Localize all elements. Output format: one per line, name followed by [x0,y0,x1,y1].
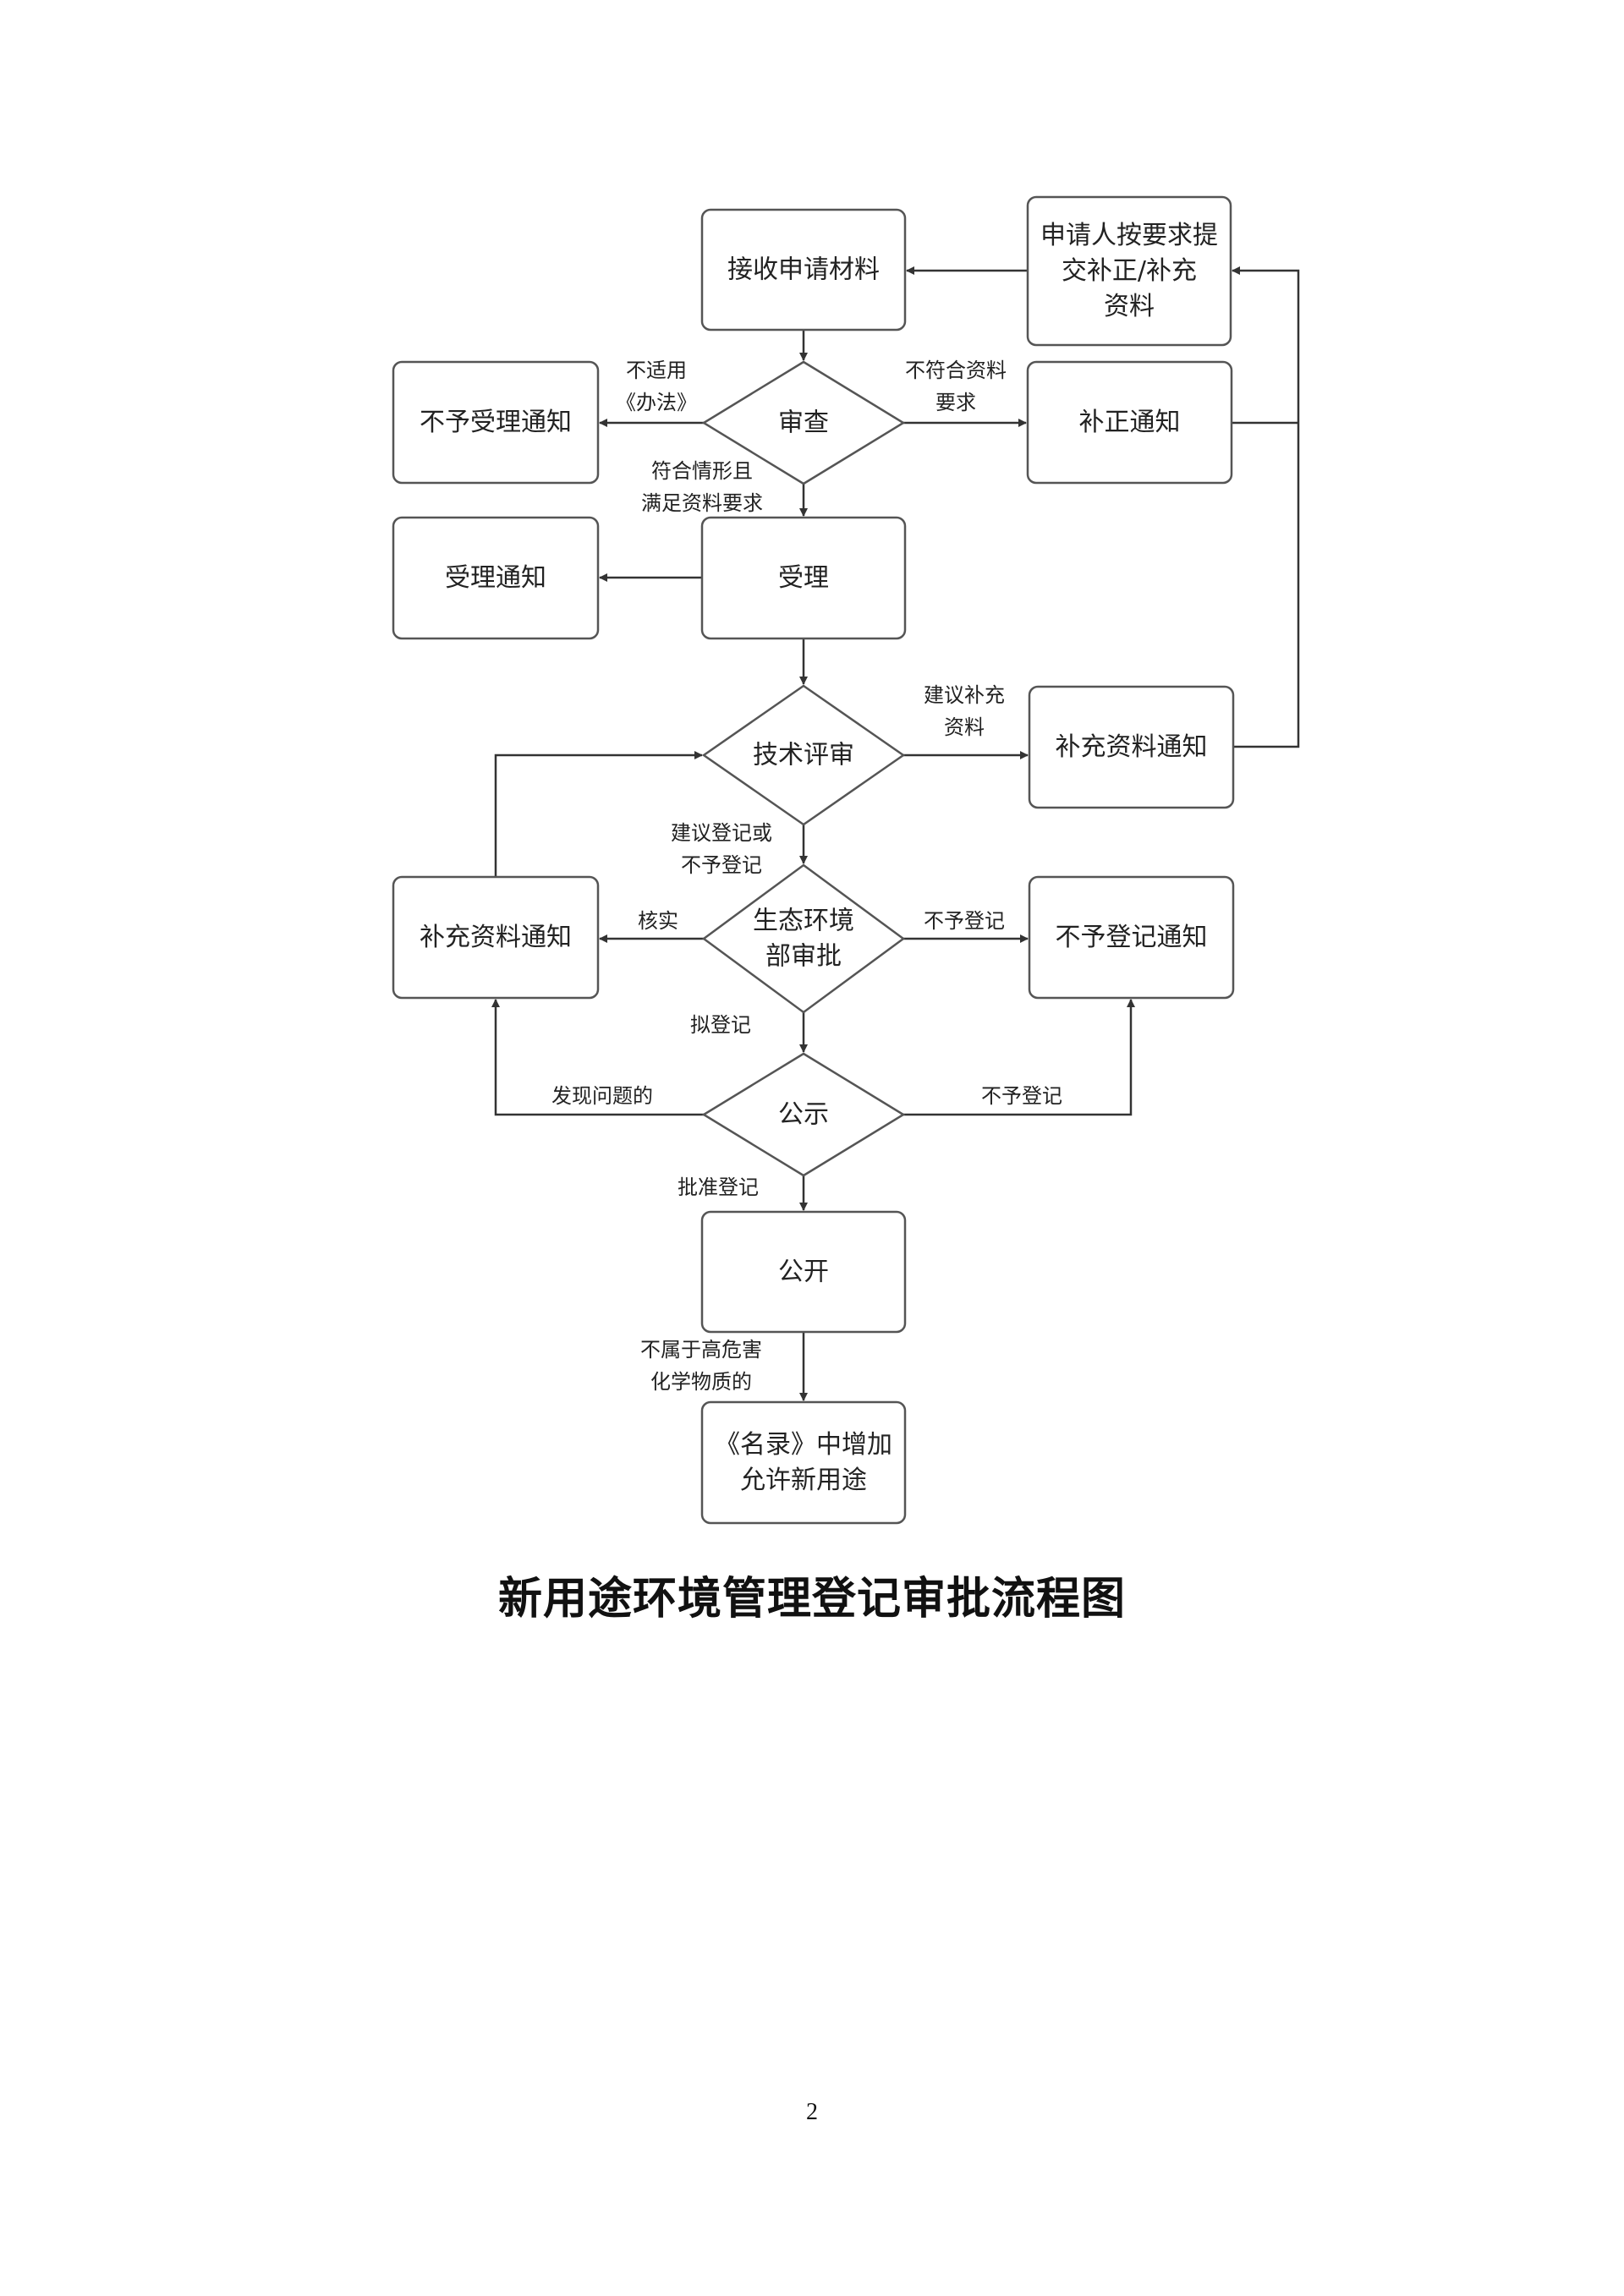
node-box [700,208,907,332]
node-label: 补充资料通知 [420,923,572,952]
decision-diamond [701,684,906,826]
node-label: 生态环境 [753,907,854,936]
node-reject-notice: 不予受理通知 [392,360,600,485]
node-publicity: 公示 [701,1052,906,1177]
page-number: 2 [806,2099,818,2125]
node-box [392,360,600,485]
edge-label-text: 《办法》 [616,391,697,414]
edge-label-text: 不予登记 [681,853,762,877]
node-label: 审查 [778,408,829,438]
edge-label-text: 发现问题的 [551,1084,653,1108]
edge-label-text: 满足资料要求 [641,491,763,515]
edge-publicity-to-no-register [903,999,1135,1116]
node-label: 《名录》中增加 [715,1430,892,1460]
edge-label-text: 不予登记 [924,909,1005,933]
edge-label-text: 不适用 [626,359,687,382]
edge-label-not-register-publicity: 不予登记 [981,1084,1062,1108]
node-label: 不予登记通知 [1056,923,1208,952]
edge-label-issue-found: 发现问题的 [551,1084,653,1108]
node-box [1026,195,1232,347]
node-box [700,516,907,640]
edge-label-text: 批准登记 [678,1175,759,1199]
edge-label-text: 建议登记或 [671,821,772,845]
edge-supplement-left-to-tech-review [494,751,703,877]
node-supplement-notice-right: 补充资料通知 [1028,685,1235,809]
edge-label-text: 要求 [935,391,976,414]
decision-diamond [701,1052,906,1177]
edge-label-text: 拟登记 [690,1013,751,1037]
edge-supplement-right-to-resubmit-loop [1232,266,1300,748]
edge-label-text: 不予登记 [981,1084,1062,1108]
node-label: 申请人按要求提 [1040,221,1218,250]
node-supplement-notice-left: 补充资料通知 [392,875,600,1000]
decision-diamond [701,863,906,1014]
edge-label-text: 核实 [638,909,678,933]
connector-line [903,999,1135,1116]
node-no-register-notice: 不予登记通知 [1028,875,1235,1000]
node-publish: 公开 [700,1210,907,1334]
connector-line [494,751,703,877]
edge-publicity-to-supplement-left [491,999,704,1116]
edge-label-text: 符合情形且 [651,459,753,483]
node-box [700,1400,907,1525]
node-label: 不予受理通知 [420,408,572,437]
decision-diamond [701,360,906,485]
edge-label-plan-register: 拟登记 [690,1013,751,1037]
node-label: 允许新用途 [740,1466,867,1495]
node-box [1028,875,1235,1000]
diagram-caption: 新用途环境管理登记审批流程图 [497,1573,1126,1625]
edge-label-not-register-approval: 不予登记 [924,909,1005,933]
node-box [1028,685,1235,809]
node-box [700,1210,907,1334]
node-label: 受理通知 [445,563,546,593]
flowchart: 接收申请材料申请人按要求提交补正/补充资料审查不予受理通知补正通知受理受理通知技… [392,195,1300,1525]
edge-label-approve-register: 批准登记 [678,1175,759,1199]
node-accept-notice: 受理通知 [392,516,600,640]
node-correction-notice: 补正通知 [1026,360,1233,485]
edge-label-text: 不属于高危害 [640,1338,762,1362]
node-label: 受理 [778,563,829,593]
edge-label-text: 资料 [944,715,985,739]
node-label: 接收申请材料 [727,255,880,285]
node-label: 部审批 [765,942,842,972]
edge-label-not-applicable: 不适用《办法》 [616,359,697,414]
edge-label-text: 建议补充 [924,683,1005,707]
connector-line [1232,266,1300,748]
node-box [1026,360,1233,485]
node-label: 补正通知 [1079,408,1181,437]
edge-label-text: 不符合资料 [905,359,1007,382]
node-accept: 受理 [700,516,907,640]
node-label: 技术评审 [753,741,854,770]
connector-line [491,999,704,1116]
node-receive: 接收申请材料 [700,208,907,332]
node-box [392,516,600,640]
node-label: 补充资料通知 [1056,732,1208,762]
node-label: 资料 [1104,292,1155,321]
node-review: 审查 [701,360,906,485]
node-label: 公开 [778,1258,829,1287]
edge-label-text: 化学物质的 [650,1370,752,1394]
node-box [392,875,600,1000]
edge-label-verify: 核实 [638,909,678,933]
node-tech-review: 技术评审 [701,684,906,826]
node-label: 交补正/补充 [1062,256,1197,286]
node-label: 公示 [778,1100,829,1130]
